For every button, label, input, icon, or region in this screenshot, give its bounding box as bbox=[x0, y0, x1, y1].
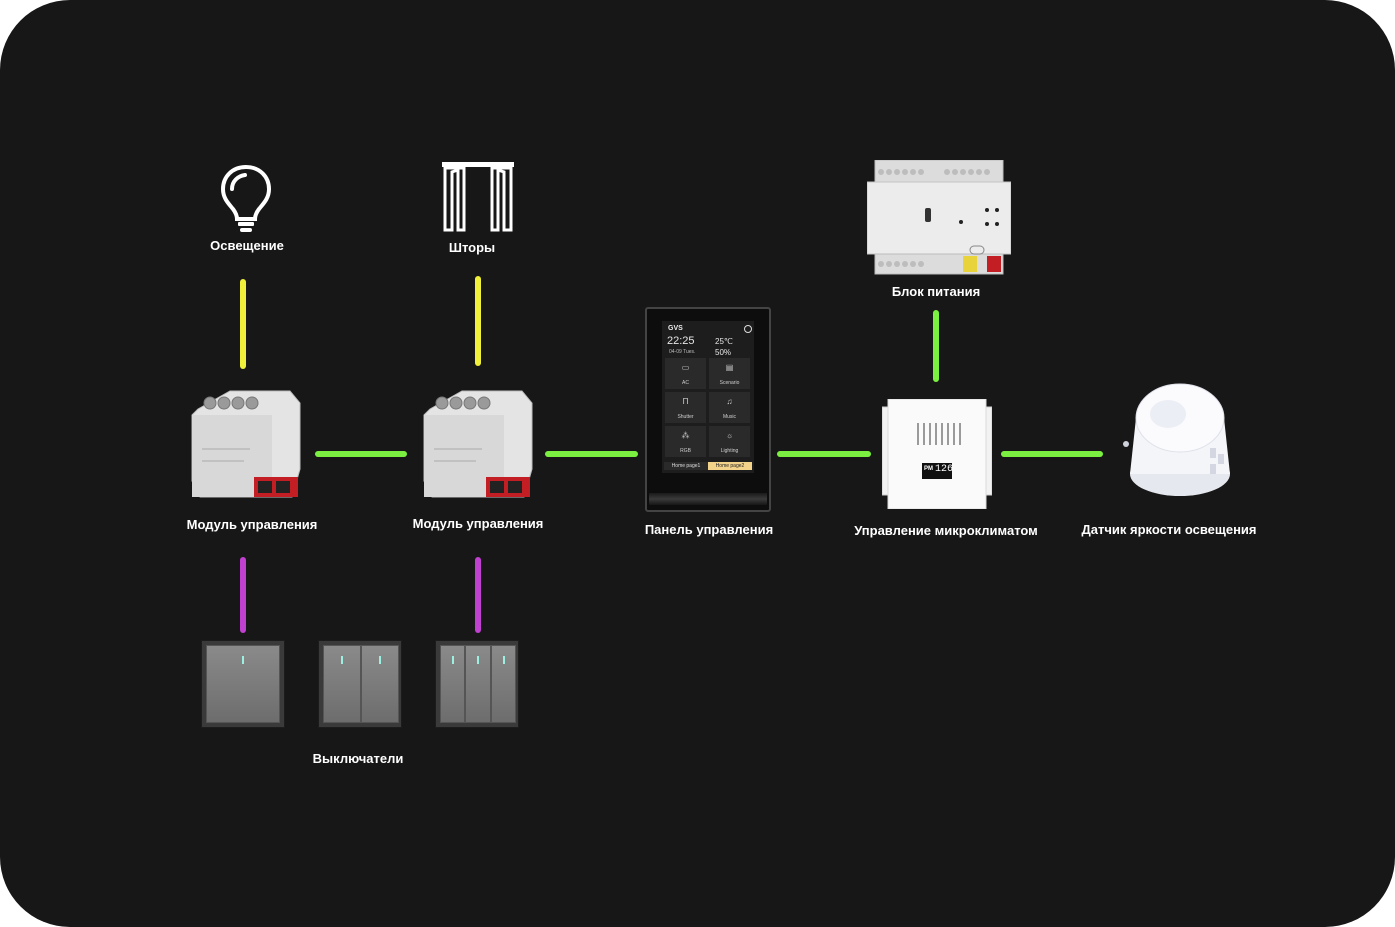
line-module1-module2 bbox=[315, 451, 407, 457]
switch-rocker[interactable] bbox=[440, 645, 465, 723]
tile-music[interactable]: ♫Music bbox=[709, 392, 750, 423]
line-lighting-module1 bbox=[240, 279, 246, 369]
climate-display-prefix: PM bbox=[924, 466, 933, 472]
control-module-1 bbox=[190, 389, 302, 499]
switches-label: Выключатели bbox=[312, 751, 404, 766]
climate-label: Управление микроклиматом bbox=[854, 523, 1038, 538]
light-sensor-label: Датчик яркости освещения bbox=[1081, 522, 1257, 537]
indicator-led-icon bbox=[242, 656, 244, 664]
control-module-2 bbox=[422, 389, 534, 499]
module-2-label: Модуль управления bbox=[412, 516, 544, 531]
power-supply-label: Блок питания bbox=[891, 284, 981, 299]
panel-temperature: 25℃ bbox=[715, 337, 733, 346]
panel-humidity: 50% bbox=[715, 348, 732, 357]
tile-rgb[interactable]: ⁂RGB bbox=[665, 426, 706, 457]
light-sensor bbox=[1114, 378, 1246, 502]
panel-tabbar: Home page1 Home page2 bbox=[664, 462, 752, 470]
switch-rocker[interactable] bbox=[206, 645, 280, 723]
indicator-led-icon bbox=[502, 656, 505, 664]
lightbulb-icon bbox=[218, 163, 274, 233]
ac-icon: ▭ bbox=[681, 363, 690, 372]
indicator-led-icon bbox=[451, 656, 454, 664]
indicator-led-icon bbox=[379, 656, 381, 664]
curtains-label: Шторы bbox=[448, 240, 496, 255]
line-module1-switches bbox=[240, 557, 246, 633]
line-curtains-module2 bbox=[475, 276, 481, 366]
climate-display-value: 126 bbox=[935, 464, 954, 475]
panel-screen: GVS 22:25 04-09 Tues. 25℃ 50% ▭AC ▤Scena… bbox=[662, 321, 754, 473]
line-climate-sensor bbox=[1001, 451, 1103, 457]
scenario-icon: ▤ bbox=[725, 363, 734, 372]
lighting-label: Освещение bbox=[210, 238, 284, 253]
line-module2-panel bbox=[545, 451, 638, 457]
rgb-icon: ⁂ bbox=[681, 431, 690, 440]
switch-rocker[interactable] bbox=[491, 645, 516, 723]
tile-scenario[interactable]: ▤Scenario bbox=[709, 358, 750, 389]
control-panel: GVS 22:25 04-09 Tues. 25℃ 50% ▭AC ▤Scena… bbox=[645, 307, 771, 512]
power-supply bbox=[867, 160, 1011, 275]
tile-ac[interactable]: ▭AC bbox=[665, 358, 706, 389]
lighting-icon: ☼ bbox=[725, 431, 734, 440]
switch-rocker[interactable] bbox=[465, 645, 491, 723]
line-panel-climate bbox=[777, 451, 871, 457]
panel-bottom-bezel bbox=[649, 493, 767, 505]
switch-rocker[interactable] bbox=[361, 645, 399, 723]
indicator-led-icon bbox=[477, 656, 479, 664]
tab-home-page2[interactable]: Home page2 bbox=[708, 462, 752, 470]
indicator-led-icon bbox=[341, 656, 343, 664]
tab-home-page1[interactable]: Home page1 bbox=[664, 462, 708, 470]
panel-time: 22:25 bbox=[667, 335, 695, 347]
climate-controller: PM 126 bbox=[882, 399, 992, 509]
panel-date: 04-09 Tues. bbox=[669, 349, 696, 355]
music-icon: ♫ bbox=[726, 397, 733, 406]
home-icon bbox=[744, 325, 752, 333]
tile-lighting[interactable]: ☼Lighting bbox=[709, 426, 750, 457]
switch-rocker[interactable] bbox=[323, 645, 361, 723]
curtains-icon bbox=[440, 158, 516, 234]
line-module2-switches bbox=[475, 557, 481, 633]
module-1-label: Модуль управления bbox=[186, 517, 318, 532]
panel-brand: GVS bbox=[668, 325, 683, 332]
line-power-climate bbox=[933, 310, 939, 382]
switch-1-gang[interactable] bbox=[201, 640, 285, 728]
switch-3-gang[interactable] bbox=[435, 640, 519, 728]
panel-label: Панель управления bbox=[644, 522, 774, 537]
switch-2-gang[interactable] bbox=[318, 640, 402, 728]
shutter-icon: Π bbox=[682, 397, 689, 406]
